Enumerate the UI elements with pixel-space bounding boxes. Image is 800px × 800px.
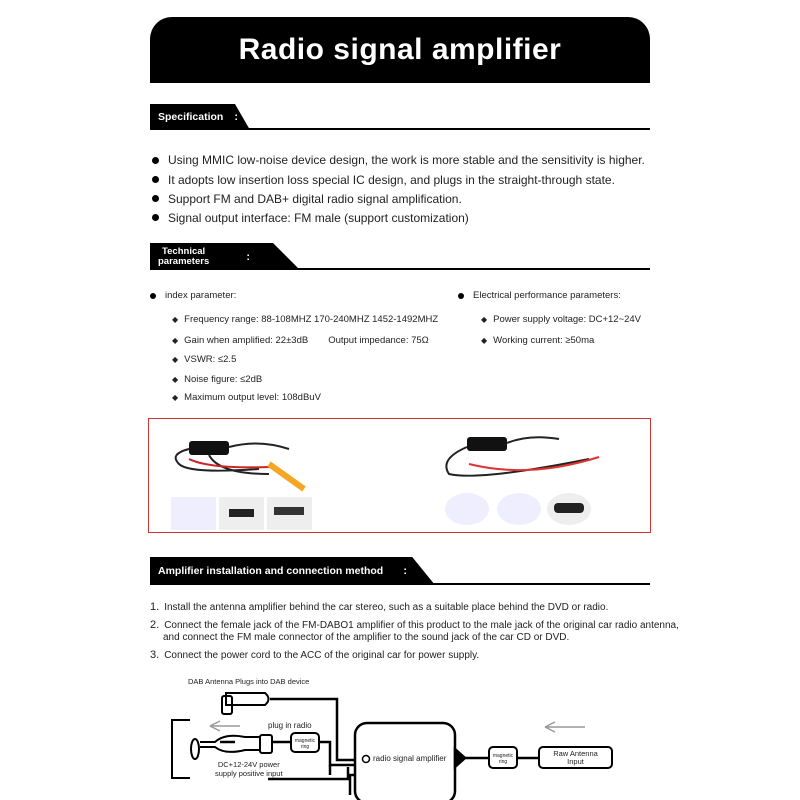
product-photo-frame: [148, 418, 651, 533]
list-item: Using MMIC low-noise device design, the …: [152, 150, 692, 170]
step-3: 3.Connect the power cord to the ACC of t…: [150, 649, 480, 661]
param-item: ◆Noise figure: ≤2dB: [172, 374, 263, 385]
list-item: Support FM and DAB+ digital radio signal…: [152, 189, 692, 208]
param-item: ◆Power supply voltage: DC+12~24V: [481, 314, 642, 325]
list-item: It adopts low insertion loss special IC …: [152, 170, 692, 189]
param-item: ◆Working current: ≥50ma: [481, 335, 595, 346]
product-photo: [171, 436, 600, 530]
param-item: ◆VSWR: ≤2.5: [172, 354, 237, 365]
section-header-installation: Amplifier installation and connection me…: [150, 557, 435, 585]
section-title: Specification: [158, 111, 224, 123]
divider: [150, 268, 650, 270]
step-1: 1.Install the antenna amplifier behind t…: [150, 601, 609, 613]
bullet-text: Using MMIC low-noise device design, the …: [168, 153, 645, 167]
bullet-text: Support FM and DAB+ digital radio signal…: [168, 191, 462, 206]
magnetic-ring-left: magnetic ring: [290, 732, 320, 753]
param-item: ◆Maximum output level: 108dBuV: [172, 392, 321, 403]
magnetic-ring-right: magnetic ring: [488, 746, 518, 769]
step-2: 2.Connect the female jack of the FM-DABO…: [150, 619, 679, 643]
section-title: Amplifier installation and connection me…: [158, 565, 384, 577]
installation-steps: 1.Install the antenna amplifier behind t…: [150, 601, 690, 662]
list-item: Signal output interface: FM male (suppor…: [152, 208, 692, 227]
spec-list: Using MMIC low-noise device design, the …: [152, 150, 692, 227]
dots: :: [246, 250, 250, 263]
amplifier-label: radio signal amplifier: [373, 754, 447, 763]
page-title: Radio signal amplifier: [150, 17, 650, 83]
bullet-text: It adopts low insertion loss special IC …: [168, 172, 615, 187]
wiring-lines: [171, 692, 585, 800]
dots: :: [234, 111, 238, 123]
divider: [150, 128, 650, 130]
dots: :: [403, 565, 407, 577]
plug-label: plug in radio: [268, 721, 312, 730]
param-item: ◆Frequency range: 88-108MHZ 170-240MHZ 1…: [172, 314, 439, 325]
param-title: index parameter:: [150, 290, 236, 301]
connection-diagram: DAB Antenna Plugs into DAB device plug i…: [170, 675, 630, 800]
section-header-specification: Specification :: [150, 104, 250, 130]
param-title: Electrical performance parameters:: [458, 290, 621, 301]
dab-label: DAB Antenna Plugs into DAB device: [188, 677, 310, 686]
bullet-text: Signal output interface: FM male (suppor…: [168, 210, 469, 225]
